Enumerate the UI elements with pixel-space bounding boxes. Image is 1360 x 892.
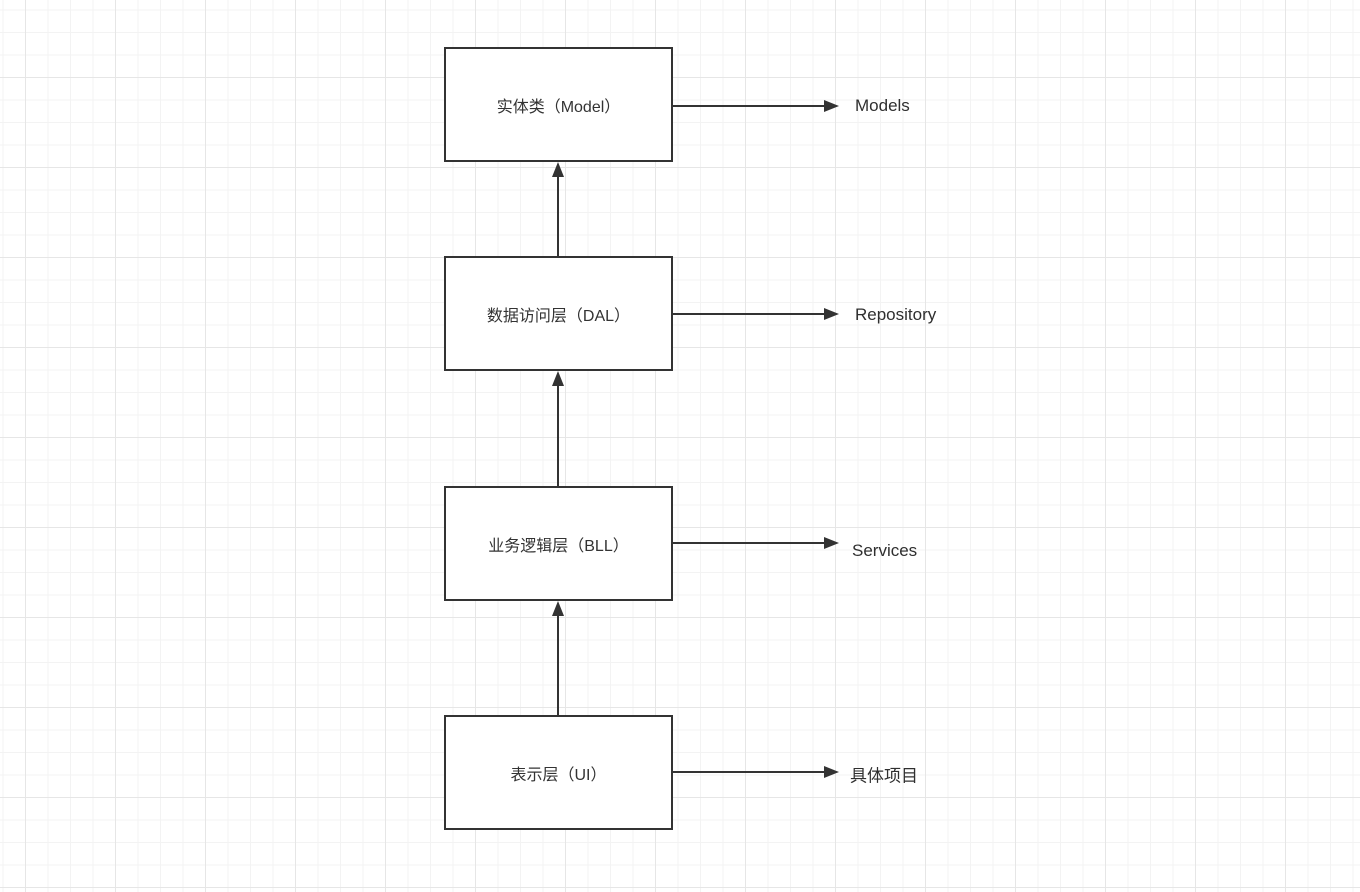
- arrow-shaft: [673, 313, 828, 315]
- node-model-label: 实体类（Model）: [496, 98, 621, 116]
- node-ui[interactable]: 表示层（UI）: [444, 715, 673, 830]
- arrow-up-icon: [552, 162, 564, 177]
- label-models[interactable]: Models: [855, 96, 910, 115]
- arrow-right-icon: [824, 308, 839, 320]
- arrow-ui-to-bll[interactable]: [552, 601, 564, 715]
- arrow-right-icon: [824, 537, 839, 549]
- arrow-up-icon: [552, 371, 564, 386]
- arrow-model-to-models[interactable]: [673, 100, 839, 112]
- arrow-dal-to-repository[interactable]: [673, 308, 839, 320]
- arrow-bll-to-services[interactable]: [673, 537, 839, 549]
- arrow-shaft: [673, 542, 828, 544]
- label-project[interactable]: 具体项目: [850, 766, 918, 786]
- node-bll[interactable]: 业务逻辑层（BLL）: [444, 486, 673, 601]
- node-bll-label: 业务逻辑层（BLL）: [488, 537, 629, 555]
- arrow-shaft: [673, 771, 828, 773]
- arrow-right-icon: [824, 100, 839, 112]
- arrow-bll-to-dal[interactable]: [552, 371, 564, 486]
- node-dal-label: 数据访问层（DAL）: [486, 307, 631, 325]
- label-services[interactable]: Services: [852, 541, 918, 560]
- node-dal[interactable]: 数据访问层（DAL）: [444, 256, 673, 371]
- node-ui-label: 表示层（UI）: [510, 766, 607, 784]
- arrow-ui-to-project[interactable]: [673, 766, 839, 778]
- node-model[interactable]: 实体类（Model）: [444, 47, 673, 162]
- arrow-right-icon: [824, 766, 839, 778]
- arrow-up-icon: [552, 601, 564, 616]
- arrow-shaft: [557, 382, 559, 486]
- label-repository[interactable]: Repository: [855, 305, 937, 324]
- arrow-shaft: [673, 105, 828, 107]
- arrow-shaft: [557, 173, 559, 256]
- arrow-shaft: [557, 612, 559, 715]
- arrow-dal-to-model[interactable]: [552, 162, 564, 256]
